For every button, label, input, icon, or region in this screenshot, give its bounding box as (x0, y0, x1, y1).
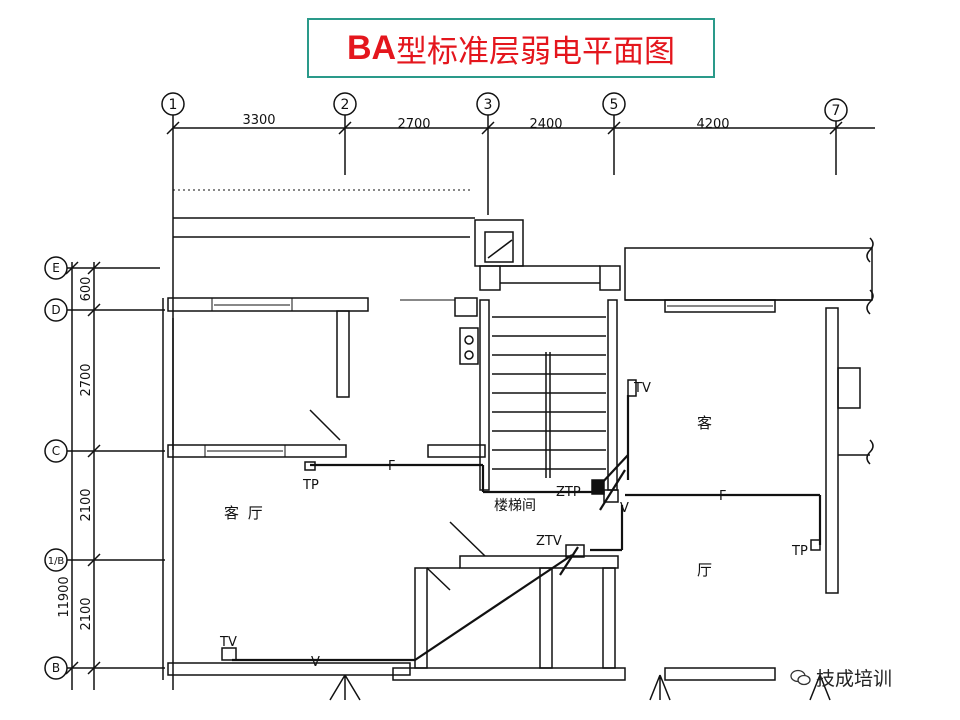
room-label-living-right-1: 客 (697, 414, 712, 432)
ztp-box (591, 479, 605, 495)
label-v-bottom: V (311, 655, 320, 670)
axis-label-row-D: D (51, 303, 60, 317)
dim-left-1: 600 (79, 277, 94, 302)
label-ztp: ZTP (556, 485, 581, 500)
label-ztv: ZTV (536, 534, 562, 549)
axis-label-col-7: 7 (832, 103, 841, 119)
watermark: 技成培训 (790, 664, 892, 691)
wire-diagonal (414, 554, 573, 661)
label-f-right: F (719, 489, 726, 504)
label-tv-bottom: TV (219, 635, 237, 650)
label-tv-top: TV (633, 381, 651, 396)
v-box (603, 489, 619, 503)
dim-top-4: 4200 (696, 117, 729, 132)
outlet-tp-right (810, 539, 821, 551)
row-axes (44, 256, 165, 680)
dim-left-2: 2700 (79, 363, 94, 396)
label-tp-left: TP (302, 478, 319, 493)
top-dimension-line (166, 121, 875, 135)
watermark-text: 技成培训 (816, 668, 893, 690)
axis-label-row-B: B (52, 661, 60, 675)
wiring (232, 395, 822, 662)
axis-label-row-E: E (52, 261, 60, 275)
dim-top-3: 2400 (529, 117, 562, 132)
dim-left-3: 2100 (79, 488, 94, 521)
axis-label-col-1: 1 (169, 97, 178, 113)
outlet-tv-top (627, 379, 637, 397)
axis-label-row-1B: 1/B (48, 556, 65, 567)
room-label-living-right-2: 厅 (697, 561, 712, 579)
axis-label-col-3: 3 (484, 97, 493, 113)
room-label-living-left: 客 厅 (224, 504, 265, 522)
axis-label-row-C: C (52, 444, 60, 458)
dim-top-1: 3300 (242, 113, 275, 128)
axis-label-col-2: 2 (341, 97, 350, 113)
title-text: 型标准层弱电平面图 (396, 33, 676, 70)
dim-left-4: 2100 (79, 597, 94, 630)
outlet-tv-bottom (221, 647, 237, 661)
ztv-box (565, 544, 585, 558)
left-dimension-lines (65, 261, 101, 690)
label-v-right: V (620, 501, 629, 516)
walls (162, 217, 874, 701)
outlets (221, 379, 821, 661)
dim-top-2: 2700 (397, 117, 430, 132)
label-tp-right: TP (791, 544, 808, 559)
wechat-icon (790, 669, 811, 685)
title-prefix: BA (346, 28, 397, 67)
outlet-tp-left (304, 461, 316, 471)
label-f-left: F (388, 459, 395, 474)
axis-label-col-5: 5 (610, 97, 619, 113)
dim-left-total: 11900 (57, 576, 72, 617)
room-label-stair: 楼梯间 (494, 498, 536, 514)
